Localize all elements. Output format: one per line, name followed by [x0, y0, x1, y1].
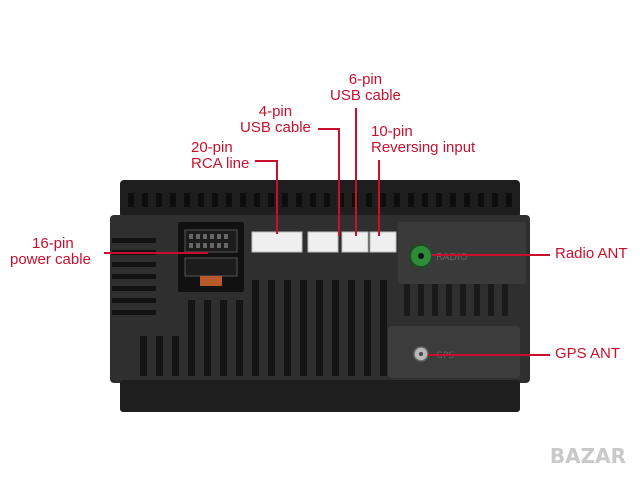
twenty-pin-leader-h	[255, 160, 277, 162]
connector-4pin-usb	[307, 231, 339, 253]
twenty-pin-title: 20-pin	[191, 139, 233, 156]
twenty-pin-label: 20-pin RCA line	[191, 140, 249, 172]
fuse	[200, 276, 222, 286]
right-module	[398, 222, 526, 284]
four-pin-leader-v	[338, 128, 340, 236]
sixteen-pin-title: 16-pin	[32, 235, 74, 252]
six-pin-label: 6-pin USB cable	[330, 72, 401, 104]
twenty-pin-leader-v	[276, 160, 278, 234]
twenty-pin-subtitle: RCA line	[191, 155, 250, 172]
twenty-pin-connector	[184, 229, 238, 253]
ten-pin-label: 10-pin Reversing input	[371, 124, 475, 156]
connector-10pin-reverse	[369, 231, 397, 253]
gps-ant-label: GPS ANT	[555, 345, 621, 362]
sixteen-pin-label: 16-pin power cable	[10, 236, 91, 268]
sixteen-pin-subtitle: power cable	[10, 251, 91, 268]
ten-pin-subtitle: Reversing input	[371, 139, 476, 156]
six-pin-title: 6-pin	[348, 71, 383, 88]
ten-pin-leader	[378, 160, 380, 236]
lower-vents	[140, 280, 387, 376]
four-pin-label: 4-pin USB cable	[240, 104, 311, 136]
six-pin-subtitle: USB cable	[330, 87, 401, 104]
top-vents	[128, 193, 512, 207]
radio-marking: RADIO	[436, 252, 468, 263]
four-pin-subtitle: USB cable	[240, 119, 311, 136]
ten-pin-title: 10-pin	[371, 123, 413, 140]
right-module-vents	[404, 284, 508, 316]
six-pin-leader	[355, 108, 357, 236]
white-connectors	[251, 231, 397, 253]
four-pin-leader-h	[318, 128, 340, 130]
sixteen-pin-leader	[104, 252, 208, 254]
gps-module	[388, 326, 520, 378]
radio-ant-leader	[432, 254, 550, 256]
watermark-logo: BAZAR	[549, 444, 626, 468]
sixteen-pin-connector	[184, 257, 238, 277]
radio-ant-label: Radio ANT	[555, 245, 628, 262]
gps-ant-leader	[428, 354, 550, 356]
bottom-frame	[120, 380, 520, 412]
gps-marking: GPS	[436, 351, 454, 361]
connector-20pin-rca	[251, 231, 303, 253]
four-pin-title: 4-pin	[258, 103, 293, 120]
top-frame	[120, 180, 520, 218]
